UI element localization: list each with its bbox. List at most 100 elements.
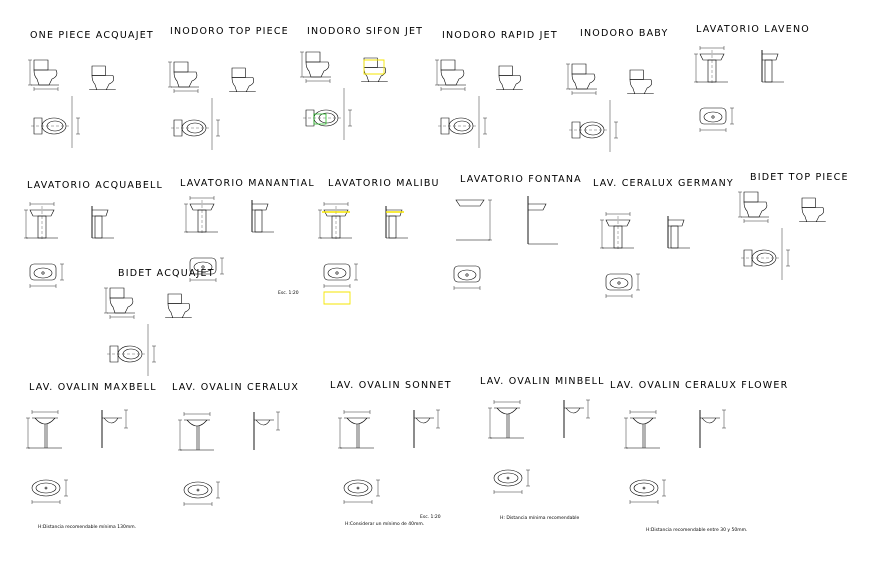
fixture-title: LAVATORIO FONTANA bbox=[460, 174, 582, 185]
pedestal-side bbox=[671, 226, 678, 248]
toilet-bowl bbox=[174, 72, 197, 87]
ovalin-plan bbox=[32, 480, 60, 496]
ovalin-side bbox=[102, 418, 122, 423]
basin-side bbox=[252, 204, 268, 210]
basin-front bbox=[324, 210, 348, 216]
fixture-title: BIDET TOP PIECE bbox=[750, 172, 849, 183]
drawing-lav-ceralux-germany bbox=[598, 206, 708, 316]
ovalin-plan bbox=[494, 470, 522, 486]
toilet-bowl bbox=[168, 304, 190, 318]
dimension-note: H:Distancia recomendable mínima 130mm. bbox=[38, 525, 137, 530]
ovalin-side bbox=[254, 420, 274, 425]
drawing-lav-ovalin-minbell bbox=[486, 396, 606, 511]
basin-bowl-plan bbox=[704, 112, 722, 122]
toilet-bowl bbox=[630, 80, 652, 94]
drain bbox=[507, 477, 509, 479]
toilet-bowl bbox=[364, 68, 386, 82]
fixture-title: LAV. OVALIN MAXBELL bbox=[29, 382, 157, 393]
bowl-inner bbox=[757, 253, 773, 263]
toilet-bowl bbox=[744, 202, 767, 217]
toilet-tank bbox=[168, 294, 181, 304]
drawing-lavatorio-malibu bbox=[316, 196, 441, 331]
fixture-title: LAVATORIO MANANTIAL bbox=[180, 178, 315, 189]
fixture-title: ONE PIECE ACQUAJET bbox=[30, 30, 154, 41]
basin-front bbox=[700, 54, 724, 60]
drain bbox=[42, 272, 44, 274]
toilet-bowl bbox=[232, 78, 254, 92]
toilet-tank bbox=[232, 68, 245, 78]
toilet-bowl bbox=[92, 76, 114, 90]
highlight-frame bbox=[314, 114, 326, 124]
fixture-title: BIDET ACQUAJET bbox=[118, 268, 215, 279]
toilet-tank bbox=[499, 66, 512, 76]
ovalin-section bbox=[184, 420, 210, 426]
basin-plan bbox=[700, 108, 726, 124]
drain bbox=[197, 489, 199, 491]
drawing-lav-ovalin-ceralux bbox=[176, 408, 291, 518]
ovalin-side bbox=[700, 418, 720, 423]
scale-note: Esc. 1:20 bbox=[420, 515, 441, 520]
drawing-inodoro-rapid-jet bbox=[435, 56, 555, 171]
basin-front bbox=[30, 210, 54, 216]
ovalin-inner bbox=[36, 483, 56, 493]
bowl-inner bbox=[187, 123, 203, 133]
bowl-inner bbox=[47, 121, 63, 131]
drawing-inodoro-top-piece bbox=[168, 58, 288, 168]
dimension-note: H:Considerar un mínimo de 40mm. bbox=[345, 522, 425, 527]
toilet-bowl bbox=[110, 298, 133, 313]
ovalin-plan bbox=[630, 480, 658, 496]
fixture-title: LAVATORIO MALIBU bbox=[328, 178, 440, 189]
highlight-frame bbox=[324, 292, 350, 304]
toilet-tank bbox=[630, 70, 643, 80]
ovalin-plan bbox=[344, 480, 372, 496]
drawing-lavatorio-manantial bbox=[182, 190, 302, 300]
bowl-inner bbox=[123, 349, 139, 359]
pedestal-side bbox=[255, 210, 262, 232]
basin-plan bbox=[190, 258, 216, 274]
toilet-tank bbox=[364, 58, 377, 68]
toilet-bowl bbox=[499, 76, 521, 90]
basin-front bbox=[190, 204, 214, 210]
basin-bowl-plan bbox=[328, 268, 346, 278]
drawing-lav-ovalin-sonnet bbox=[336, 406, 456, 516]
drain bbox=[618, 282, 620, 284]
fixture-title: INODORO BABY bbox=[580, 28, 669, 39]
ovalin-section bbox=[494, 408, 520, 414]
drawing-bidet-acquajet bbox=[104, 284, 214, 374]
fixture-title: INODORO SIFON JET bbox=[307, 26, 424, 37]
toilet-tank bbox=[110, 288, 124, 298]
wall-basin-side bbox=[528, 204, 546, 210]
basin-bowl-plan bbox=[458, 270, 476, 280]
toilet-bowl bbox=[306, 62, 329, 77]
drawing-bidet-top-piece bbox=[738, 188, 853, 278]
toilet-bowl bbox=[802, 208, 824, 222]
ovalin-section bbox=[344, 418, 370, 424]
basin-bowl-plan bbox=[34, 268, 52, 278]
pedestal-side bbox=[389, 216, 396, 238]
drawing-lavatorio-acquabell bbox=[22, 196, 137, 326]
toilet-tank bbox=[441, 60, 455, 70]
ovalin-inner bbox=[498, 473, 518, 483]
toilet-tank bbox=[92, 66, 105, 76]
ovalin-side bbox=[414, 418, 434, 423]
toilet-tank bbox=[802, 198, 815, 208]
basin-bowl-plan bbox=[194, 262, 212, 272]
drain bbox=[466, 274, 468, 276]
pedestal-side bbox=[765, 60, 772, 82]
toilet-tank bbox=[572, 64, 586, 74]
drain bbox=[357, 487, 359, 489]
dimension-note: H: Distancia mínima recomendable bbox=[500, 516, 580, 521]
basin-plan bbox=[454, 266, 480, 282]
wall-basin-front bbox=[456, 200, 484, 206]
drawing-lav-ovalin-maxbell bbox=[24, 406, 144, 521]
toilet-bowl bbox=[34, 70, 57, 85]
pedestal-side bbox=[95, 216, 102, 238]
basin-plan bbox=[324, 264, 350, 280]
highlight-frame bbox=[364, 60, 384, 74]
drain bbox=[712, 116, 714, 118]
ovalin-inner bbox=[634, 483, 654, 493]
basin-plan bbox=[606, 274, 632, 290]
bowl-inner bbox=[585, 125, 601, 135]
drawing-lavatorio-laveno bbox=[692, 40, 812, 145]
